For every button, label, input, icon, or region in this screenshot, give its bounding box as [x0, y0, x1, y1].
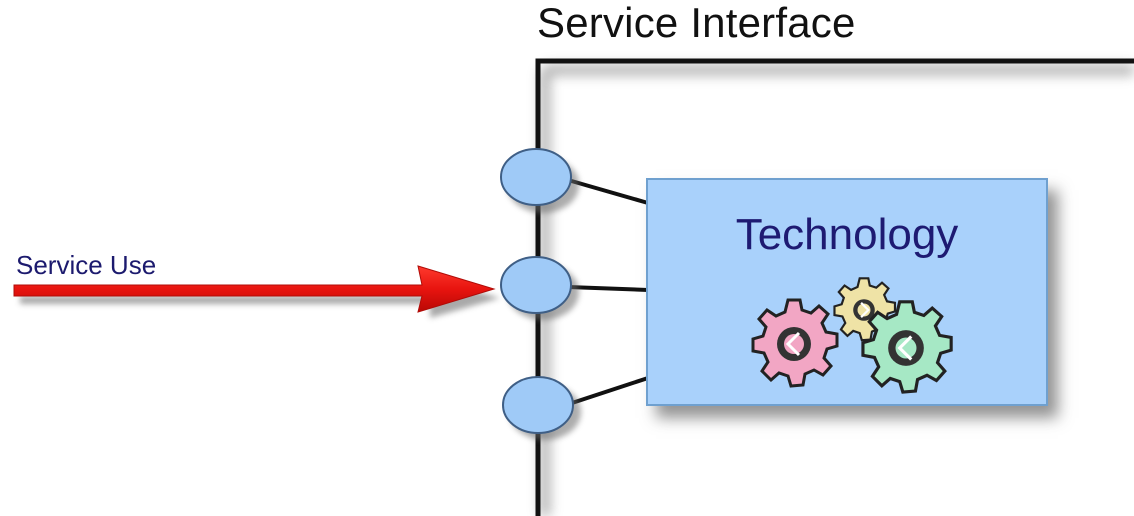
- gears-icon: [751, 277, 953, 394]
- technology-box: Technology: [646, 178, 1048, 406]
- service-interface-title: Service Interface: [537, 0, 856, 46]
- connector-line-top: [567, 178, 649, 205]
- connector-line-bottom: [571, 376, 649, 405]
- service-use-arrow: [13, 265, 496, 313]
- gear-green-icon: [861, 300, 953, 394]
- interface-port-top[interactable]: [500, 148, 572, 206]
- interface-port-bottom[interactable]: [502, 376, 574, 434]
- interface-frame: [535, 58, 1134, 516]
- interface-port-middle[interactable]: [500, 256, 572, 314]
- gear-yellow-icon: [833, 277, 897, 342]
- gear-pink-icon: [751, 298, 839, 388]
- service-use-arrow-shadow: [20, 278, 500, 318]
- connector-line-middle: [567, 285, 649, 292]
- service-use-label: Service Use: [16, 250, 157, 280]
- technology-label: Technology: [735, 210, 959, 259]
